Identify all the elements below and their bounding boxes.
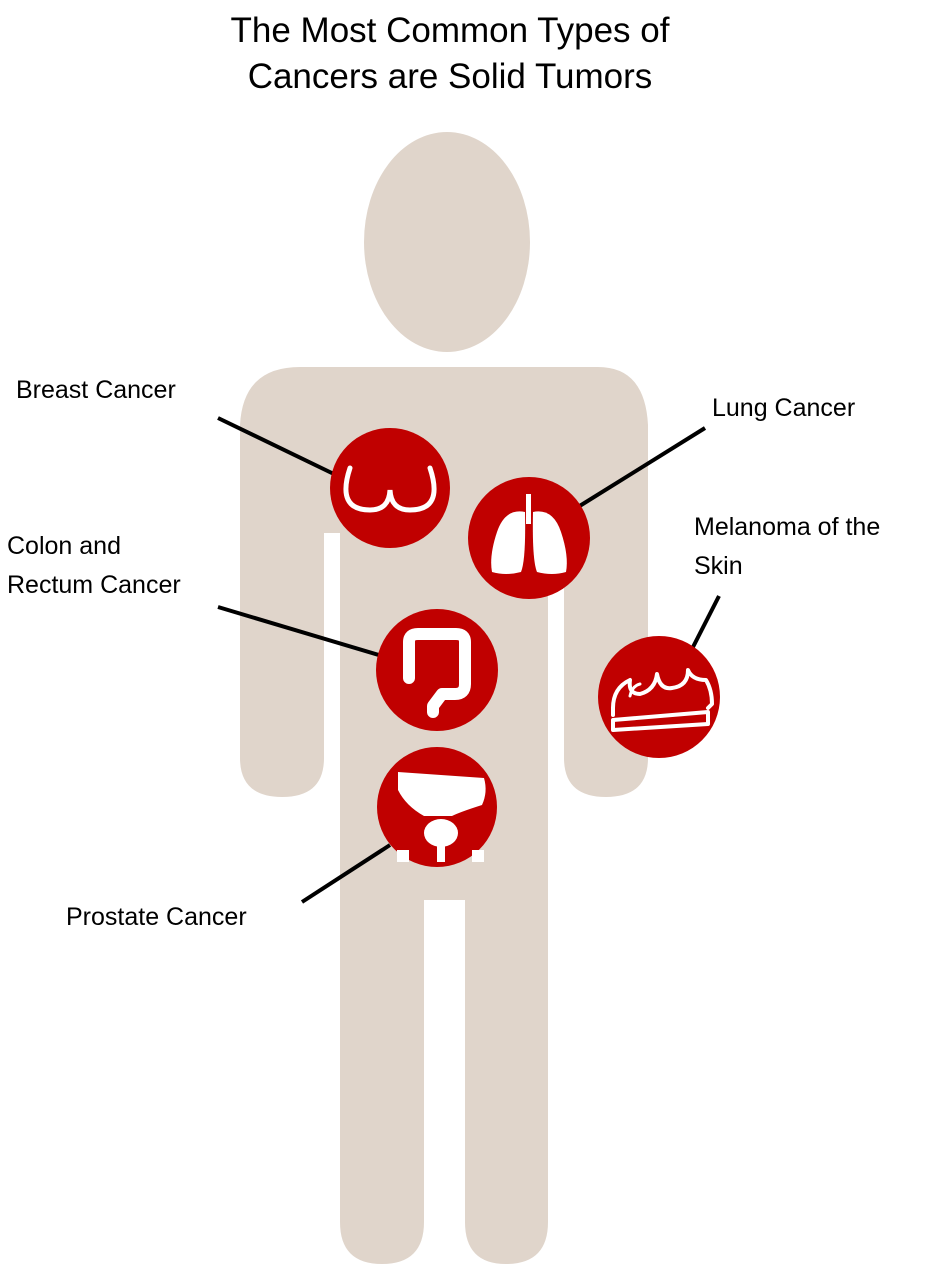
breast-icon	[343, 465, 437, 513]
melanoma-label-line-1: Melanoma of the	[694, 513, 881, 541]
prostate-leader-line	[300, 843, 392, 904]
melanoma-skin-label: Melanoma of the Skin	[694, 508, 880, 586]
silhouette-head	[364, 132, 530, 352]
breast-cancer-label: Breast Cancer	[16, 371, 176, 410]
colon-rectum-cancer-label: Colon and Rectum Cancer	[7, 527, 181, 605]
lung-cancer-label-text: Lung Cancer	[712, 394, 856, 422]
skin-badge	[598, 636, 720, 758]
prostate-icon	[397, 772, 486, 862]
prostate-cancer-label-text: Prostate Cancer	[66, 903, 247, 931]
lung-cancer-label: Lung Cancer	[712, 389, 855, 428]
melanoma-label-line-2: Skin	[694, 552, 743, 580]
silhouette-right-leg	[465, 880, 548, 1264]
colon-badge	[376, 609, 498, 731]
colon-label-line-2: Rectum Cancer	[7, 571, 181, 599]
lung-badge	[468, 477, 590, 599]
breast-badge	[330, 428, 450, 548]
prostate-badge	[377, 747, 497, 867]
breast-cancer-label-text: Breast Cancer	[16, 376, 176, 404]
leader-lines	[217, 416, 721, 904]
prostate-cancer-label: Prostate Cancer	[66, 898, 247, 937]
diagram-title: The Most Common Types of Cancers are Sol…	[0, 8, 900, 100]
breast-leader-line	[217, 416, 339, 478]
title-line-2: Cancers are Solid Tumors	[247, 57, 653, 96]
lungs-icon	[491, 494, 567, 574]
skin-leader-line	[690, 595, 721, 650]
skin-layers-icon	[611, 668, 714, 732]
lung-leader-line	[576, 426, 707, 509]
colon-icon	[403, 628, 471, 718]
colon-leader-line	[217, 605, 383, 658]
colon-label-line-1: Colon and	[7, 532, 121, 560]
title-line-1: The Most Common Types of	[230, 11, 670, 50]
silhouette-left-leg	[340, 880, 424, 1264]
